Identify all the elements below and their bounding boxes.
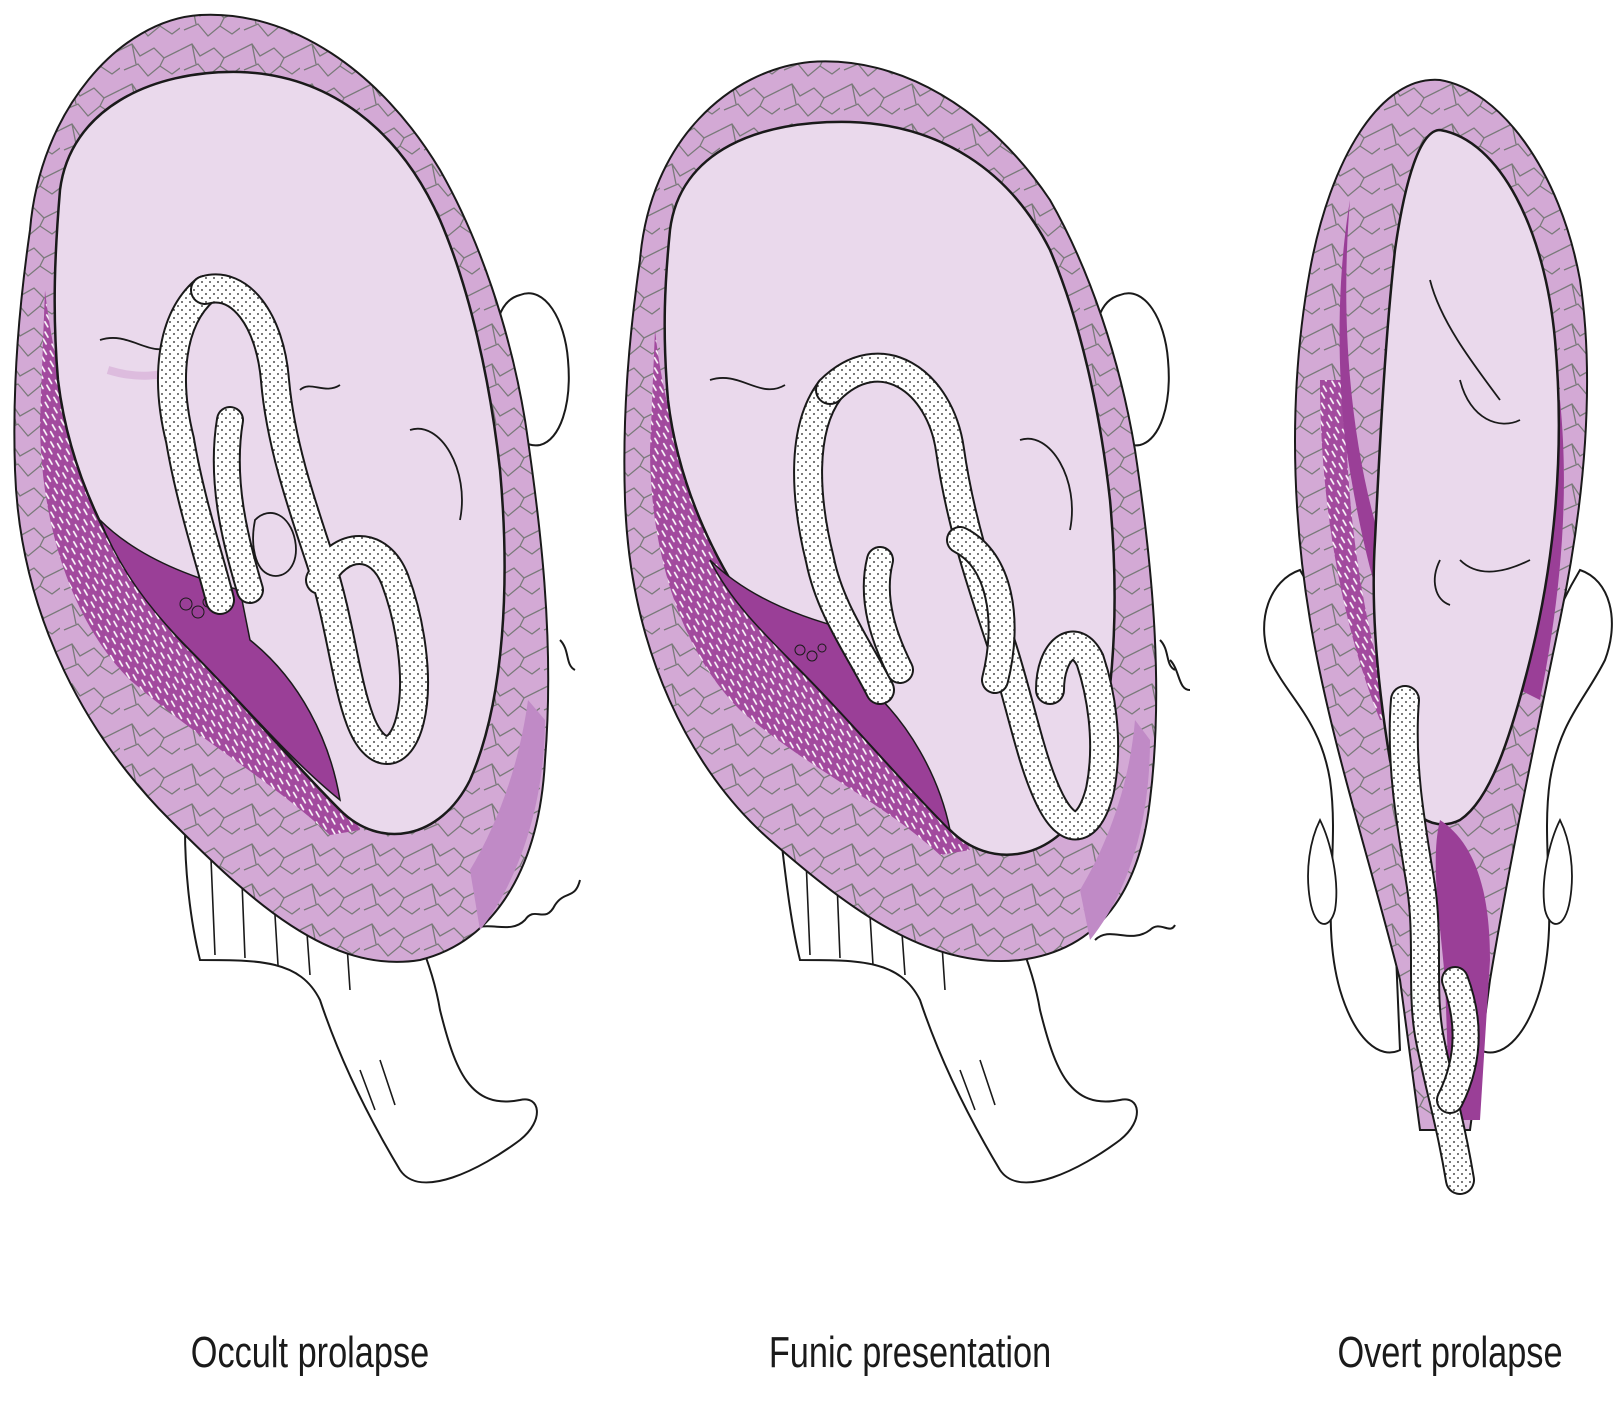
- panel-funic-presentation: [624, 61, 1190, 1182]
- caption-occult-prolapse: Occult prolapse: [170, 1328, 451, 1378]
- caption-overt-prolapse: Overt prolapse: [1325, 1328, 1575, 1378]
- caption-funic-presentation: Funic presentation: [762, 1328, 1058, 1378]
- panel-occult-prolapse: [14, 15, 580, 1183]
- panel-overt-prolapse: [1264, 80, 1612, 1180]
